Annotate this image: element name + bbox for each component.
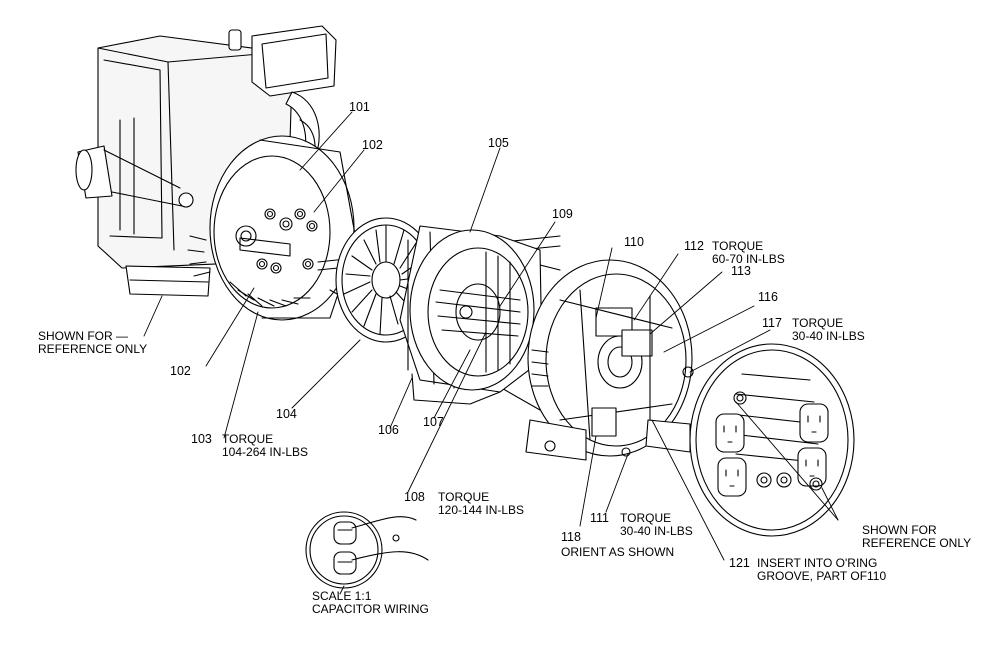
label-102-top: 102 — [362, 138, 383, 152]
shown-for-reference-left: SHOWN FOR —REFERENCE ONLY — [38, 329, 148, 356]
label-117: 117 — [762, 316, 782, 330]
label-102-bottom: 102 — [170, 364, 191, 378]
capacitor-wiring-inset — [305, 511, 429, 589]
receptacle — [715, 413, 745, 453]
label-105: 105 — [488, 136, 509, 150]
label-101: 101 — [349, 100, 370, 114]
receptacle — [717, 457, 747, 497]
part-101-housing — [187, 135, 357, 321]
control-panel-reference — [689, 343, 855, 537]
label-104: 104 — [276, 407, 297, 421]
label-121: 121 — [729, 556, 750, 570]
label-111: 111 — [590, 511, 610, 525]
label-109: 109 — [552, 207, 573, 221]
label-110: 110 — [624, 235, 644, 249]
label-113: 113 — [731, 264, 751, 278]
receptacle — [797, 447, 827, 487]
part-105-106-stator — [399, 225, 543, 405]
part-110-end-bell — [525, 259, 694, 461]
label-107: 107 — [423, 415, 444, 429]
label-103: 103 — [191, 432, 212, 446]
label-112: 112 — [684, 239, 704, 253]
label-118: 118 — [561, 530, 581, 544]
label-116: 116 — [758, 290, 778, 304]
label-106: 106 — [378, 423, 399, 437]
orient-as-shown-note: ORIENT AS SHOWN — [561, 545, 675, 559]
leader-lines — [143, 111, 839, 595]
label-108: 108 — [404, 490, 425, 504]
receptacle — [799, 403, 829, 443]
